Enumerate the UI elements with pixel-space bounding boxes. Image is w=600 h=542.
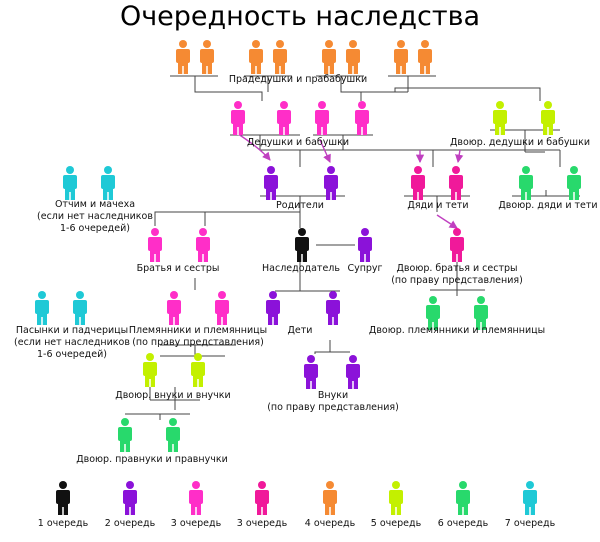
- legend: 1 очередь 2 очередь 3 очередь 3 очередь 4 оч…: [38, 481, 556, 529]
- grandparent-figure: [277, 101, 291, 135]
- cousin-great-grandchild-figure: [118, 418, 132, 452]
- great-grandparent-figure: [394, 40, 408, 74]
- child-figure: [326, 291, 340, 325]
- label-grandchildren: Внуки: [318, 390, 348, 401]
- great-grandparent-figure: [322, 40, 336, 74]
- grandparent-figure: [355, 101, 369, 135]
- label-nephews-cond: (по праву представления): [132, 337, 264, 348]
- nephew-figure: [167, 291, 181, 325]
- label-grandparents: Дедушки и бабушки: [247, 137, 349, 148]
- legend-label-4: 3 очередь: [237, 518, 288, 529]
- label-cousin-grandparents: Двоюр. дедушки и бабушки: [450, 137, 590, 148]
- label-stepchildren-cond2: 1-6 очередей): [37, 349, 107, 360]
- legend-figure-1: [56, 481, 70, 515]
- label-parents: Родители: [276, 200, 324, 211]
- great-grandparent-figure: [176, 40, 190, 74]
- label-children: Дети: [288, 325, 313, 336]
- cousin-grandchild-figure: [143, 353, 157, 387]
- stepparent-figure: [63, 166, 77, 200]
- cousin-grandparent-figure: [541, 101, 555, 135]
- label-grandchildren-cond: (по праву представления): [267, 402, 399, 413]
- label-spouse: Супруг: [347, 263, 382, 274]
- label-cousins: Двоюр. братья и сестры: [396, 263, 517, 274]
- child-figure: [266, 291, 280, 325]
- stepchild-figure: [73, 291, 87, 325]
- cousin-nephew-figure: [474, 296, 488, 330]
- legend-label-7: 6 очередь: [438, 518, 489, 529]
- great-grandparent-figure: [249, 40, 263, 74]
- legend-figure-8: [523, 481, 537, 515]
- legend-figure-4: [255, 481, 269, 515]
- labels: Прадедушки и прабабушки Дедушки и бабушк…: [14, 74, 598, 465]
- cousin-figure: [450, 228, 464, 262]
- grandchild-figure: [304, 355, 318, 389]
- page-title: Очередность наследства: [119, 1, 481, 32]
- legend-label-3: 3 очередь: [171, 518, 222, 529]
- legend-figure-5: [323, 481, 337, 515]
- label-cousin-grandchildren: Двоюр. внуки и внучки: [115, 390, 230, 401]
- nephew-figure: [215, 291, 229, 325]
- cousin-nephew-figure: [426, 296, 440, 330]
- cousin-great-grandchild-figure: [166, 418, 180, 452]
- label-nephews: Племянники и племянницы: [129, 325, 267, 336]
- stepparent-figure: [101, 166, 115, 200]
- legend-figure-2: [123, 481, 137, 515]
- label-stepparents-cond2: 1-6 очередей): [60, 223, 130, 234]
- great-grandparent-figure: [418, 40, 432, 74]
- label-stepparents-cond: (если нет наследников: [37, 211, 153, 222]
- legend-label-2: 2 очередь: [105, 518, 156, 529]
- label-cousin-great-grandchildren: Двоюр. правнуки и правнучки: [76, 454, 228, 465]
- grandparent-figure: [315, 101, 329, 135]
- parent-figure: [264, 166, 278, 200]
- grandchild-figure: [346, 355, 360, 389]
- legend-label-6: 5 очередь: [371, 518, 422, 529]
- uncle-aunt-figure: [449, 166, 463, 200]
- cousin-grandchild-figure: [191, 353, 205, 387]
- label-cousin-uncles-aunts: Двоюр. дяди и тети: [498, 200, 597, 211]
- people: [35, 40, 581, 452]
- great-grandparent-figure: [273, 40, 287, 74]
- stepchild-figure: [35, 291, 49, 325]
- sibling-figure: [148, 228, 162, 262]
- legend-label-1: 1 очередь: [38, 518, 89, 529]
- label-cousins-cond: (по праву представления): [391, 275, 523, 286]
- legend-label-5: 4 очередь: [305, 518, 356, 529]
- cousin-uncle-aunt-figure: [519, 166, 533, 200]
- parent-figure: [324, 166, 338, 200]
- label-great-grandparents: Прадедушки и прабабушки: [229, 74, 367, 85]
- legend-label-8: 7 очередь: [505, 518, 556, 529]
- label-uncles-aunts: Дяди и тети: [407, 200, 468, 211]
- great-grandparent-figure: [346, 40, 360, 74]
- legend-figure-3: [189, 481, 203, 515]
- label-stepchildren: Пасынки и падчерицы: [16, 325, 128, 336]
- legend-figure-7: [456, 481, 470, 515]
- label-stepparents: Отчим и мачеха: [55, 199, 135, 210]
- legend-figure-6: [389, 481, 403, 515]
- label-testator: Наследодатель: [262, 263, 340, 274]
- spouse-figure: [358, 228, 372, 262]
- label-cousin-nephews: Двоюр. племянники и племянницы: [369, 325, 545, 336]
- cousin-grandparent-figure: [493, 101, 507, 135]
- label-siblings: Братья и сестры: [137, 263, 220, 274]
- great-grandparent-figure: [200, 40, 214, 74]
- cousin-uncle-aunt-figure: [567, 166, 581, 200]
- testator-figure: [295, 228, 309, 262]
- label-stepchildren-cond: (если нет наследников: [14, 337, 130, 348]
- sibling-figure: [196, 228, 210, 262]
- uncle-aunt-figure: [411, 166, 425, 200]
- grandparent-figure: [231, 101, 245, 135]
